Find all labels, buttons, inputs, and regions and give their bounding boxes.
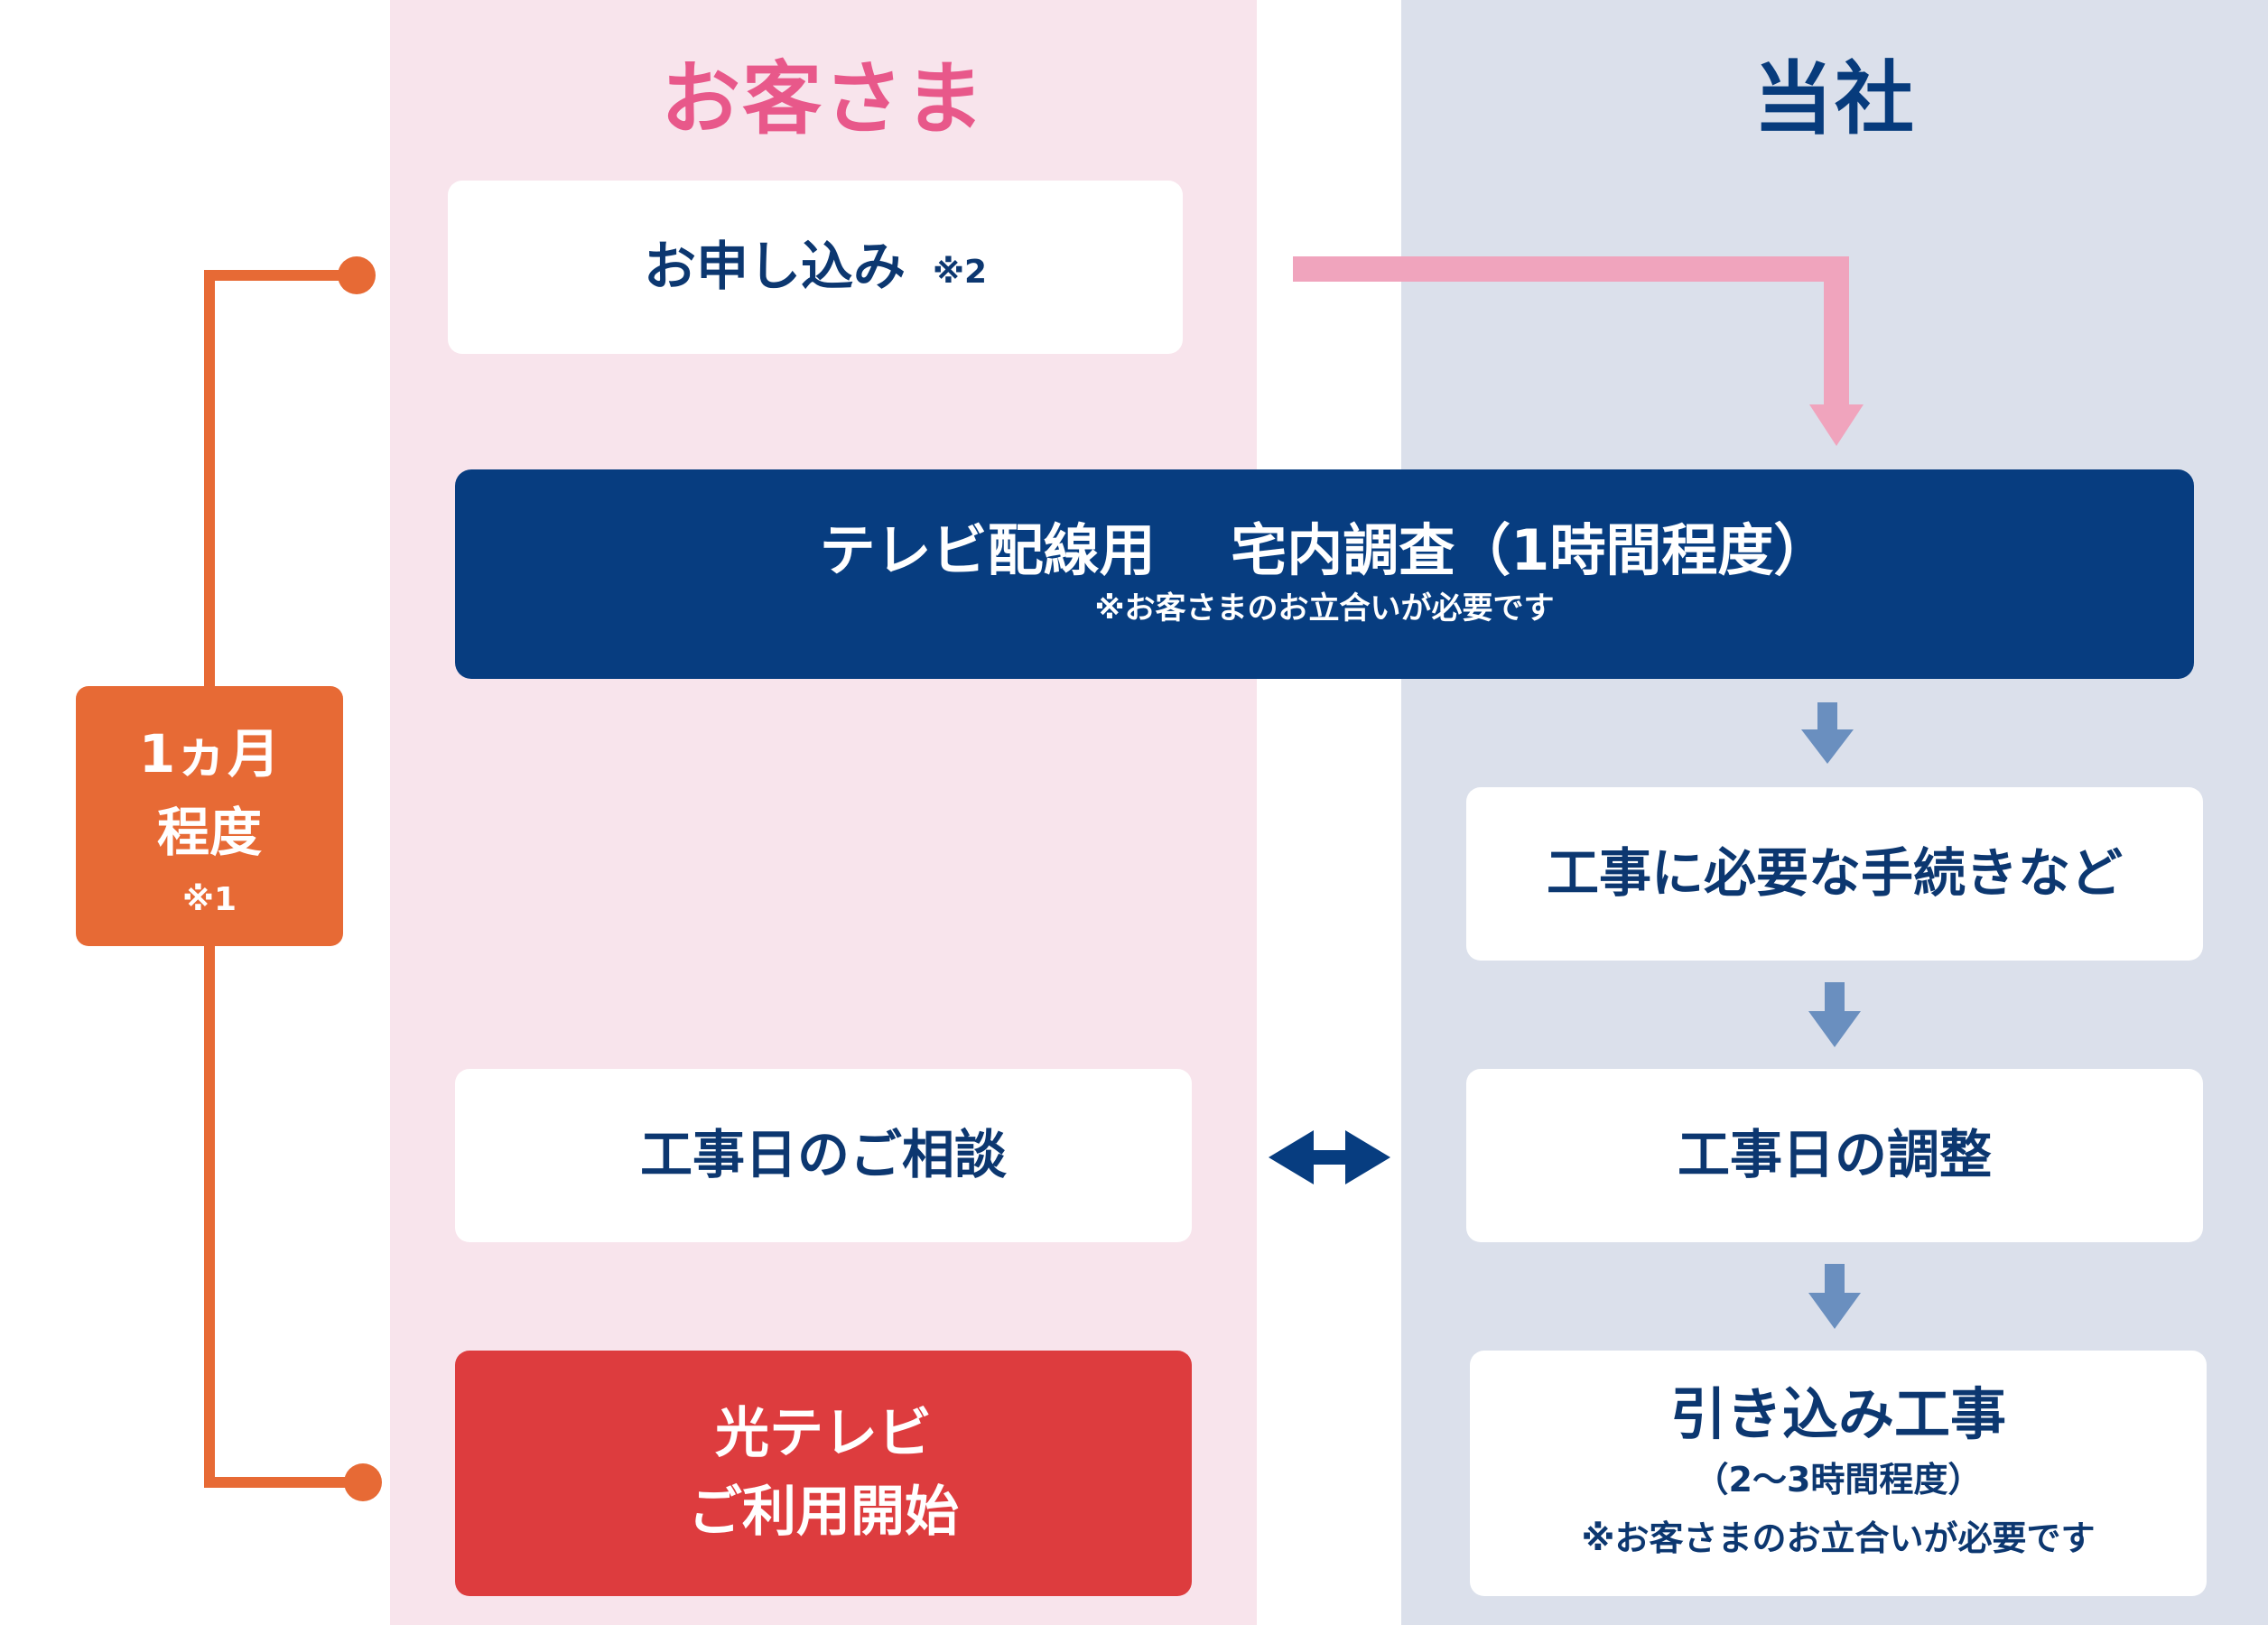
period-note: ※1 bbox=[181, 880, 237, 918]
step-wiring-work: 引き込み工事 （2〜3時間程度） ※お客さまのお立合いが必要です bbox=[1470, 1351, 2207, 1596]
step-schedule-consultation: 工事日のご相談 bbox=[455, 1069, 1192, 1242]
step-service-start-line2: ご利用開始 bbox=[688, 1481, 959, 1544]
period-duration: 1ヵ月 bbox=[138, 722, 281, 785]
timeline-start-dot bbox=[338, 256, 376, 294]
period-approx: 程度 bbox=[156, 801, 262, 863]
step-schedule-consultation-label: 工事日のご相談 bbox=[639, 1124, 1007, 1186]
step-application-note: ※2 bbox=[932, 253, 988, 291]
step-service-start-line1: 光テレビ bbox=[715, 1402, 932, 1465]
timeline-end-dot bbox=[344, 1463, 382, 1501]
step-application: お申し込み ※2 bbox=[448, 181, 1183, 354]
step-wiring-work-label: 引き込み工事 bbox=[1669, 1380, 2006, 1447]
step-home-survey: テレビ配線用 宅内調査（1時間程度） ※お客さまのお立合いが必要です bbox=[455, 469, 2194, 679]
step-home-survey-label: テレビ配線用 宅内調査（1時間程度） bbox=[819, 517, 1830, 583]
step-procedures-label: 工事に必要な手続きなど bbox=[1546, 842, 2123, 905]
step-application-label: お申し込み bbox=[643, 236, 906, 298]
step-service-start: 光テレビ ご利用開始 bbox=[455, 1351, 1192, 1596]
double-arrow-icon bbox=[1269, 1130, 1390, 1184]
step-wiring-work-duration: （2〜3時間程度） bbox=[1694, 1460, 1983, 1500]
step-home-survey-note: ※お客さまのお立合いが必要です bbox=[1094, 590, 1555, 627]
step-procedures: 工事に必要な手続きなど bbox=[1466, 787, 2203, 961]
customer-column-title: お客さま bbox=[660, 52, 986, 145]
step-schedule-adjustment: 工事日の調整 bbox=[1466, 1069, 2203, 1242]
step-schedule-adjustment-label: 工事日の調整 bbox=[1677, 1124, 1992, 1186]
period-badge: 1ヵ月 程度 ※1 bbox=[76, 686, 343, 946]
step-wiring-work-note: ※お客さまのお立合いが必要です bbox=[1581, 1518, 2096, 1559]
company-column-title: 当社 bbox=[1752, 52, 1916, 145]
